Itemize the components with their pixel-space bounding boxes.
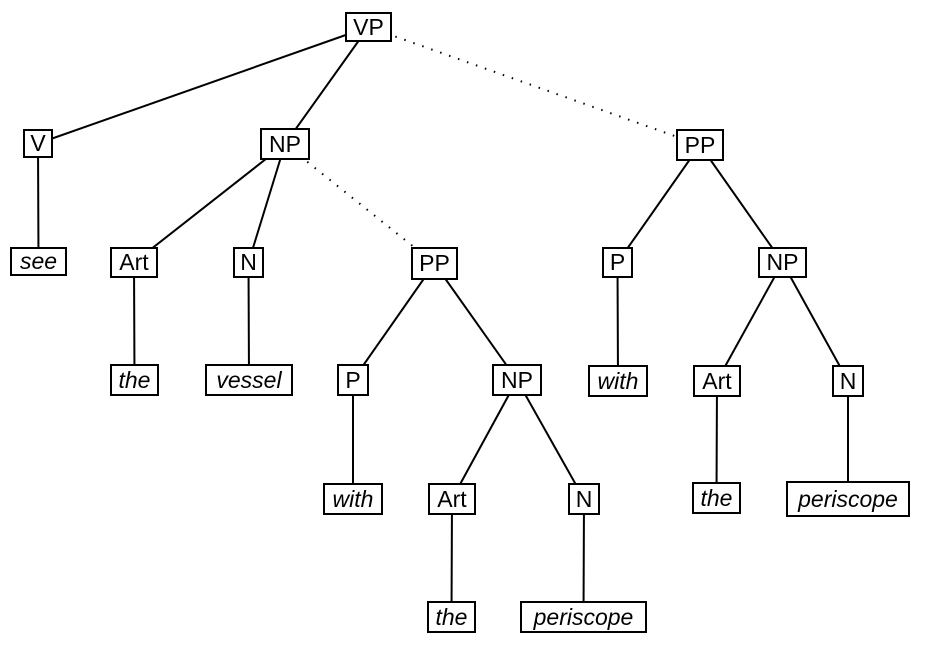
tree-node-np-mid: NP [492,364,542,396]
edge-np-pp-dotted [284,143,436,265]
tree-node-art-mid: Art [428,483,476,515]
tree-node-np-right: NP [758,247,807,278]
edge-n-periscope-mid [582,498,585,618]
edge-pp-np-mid [433,262,518,381]
edge-np-n [247,143,286,263]
tree-node-p-right: P [602,247,633,278]
tree-node-art-right: Art [693,365,741,397]
edge-pp-p-right [616,144,701,264]
tree-node-with-right: with [588,365,648,397]
edge-pp-np-right [699,144,784,264]
tree-node-pp-mid: PP [411,247,458,280]
edge-v-see [37,143,40,262]
tree-node-vp: VP [345,12,392,42]
tree-node-n-1: N [233,247,264,278]
edge-art-the [133,262,136,381]
edge-art-the-mid [450,498,453,618]
edge-vp-pp-dotted [368,26,701,146]
edge-np-art [133,143,286,264]
edge-art-the-right [715,380,718,499]
tree-node-np-1: NP [260,128,310,160]
tree-node-art-1: Art [110,247,158,278]
tree-node-the-1: the [110,364,159,396]
tree-node-pp-right: PP [676,129,724,161]
edge-n-vessel [247,262,250,381]
tree-node-v: V [23,129,53,158]
tree-node-see: see [10,247,67,276]
edge-np-n-right [781,262,849,382]
edge-np-n-mid [516,379,585,500]
tree-node-the-mid: the [427,601,476,633]
tree-node-periscope-right: periscope [786,481,910,517]
tree-node-p-mid: P [337,364,369,396]
edge-pp-p-mid [352,262,436,381]
tree-node-the-right: the [692,482,741,514]
edge-vp-np [284,26,370,145]
tree-node-n-right: N [832,365,864,397]
edge-np-art-mid [451,379,518,500]
edge-p-with-right [616,262,619,382]
tree-node-with-mid: with [323,483,383,515]
tree-node-periscope-mid: periscope [520,601,647,633]
edge-np-art-right [716,262,784,382]
edge-vp-v [37,26,369,145]
tree-node-vessel: vessel [205,364,293,396]
tree-node-n-mid: N [568,483,600,515]
